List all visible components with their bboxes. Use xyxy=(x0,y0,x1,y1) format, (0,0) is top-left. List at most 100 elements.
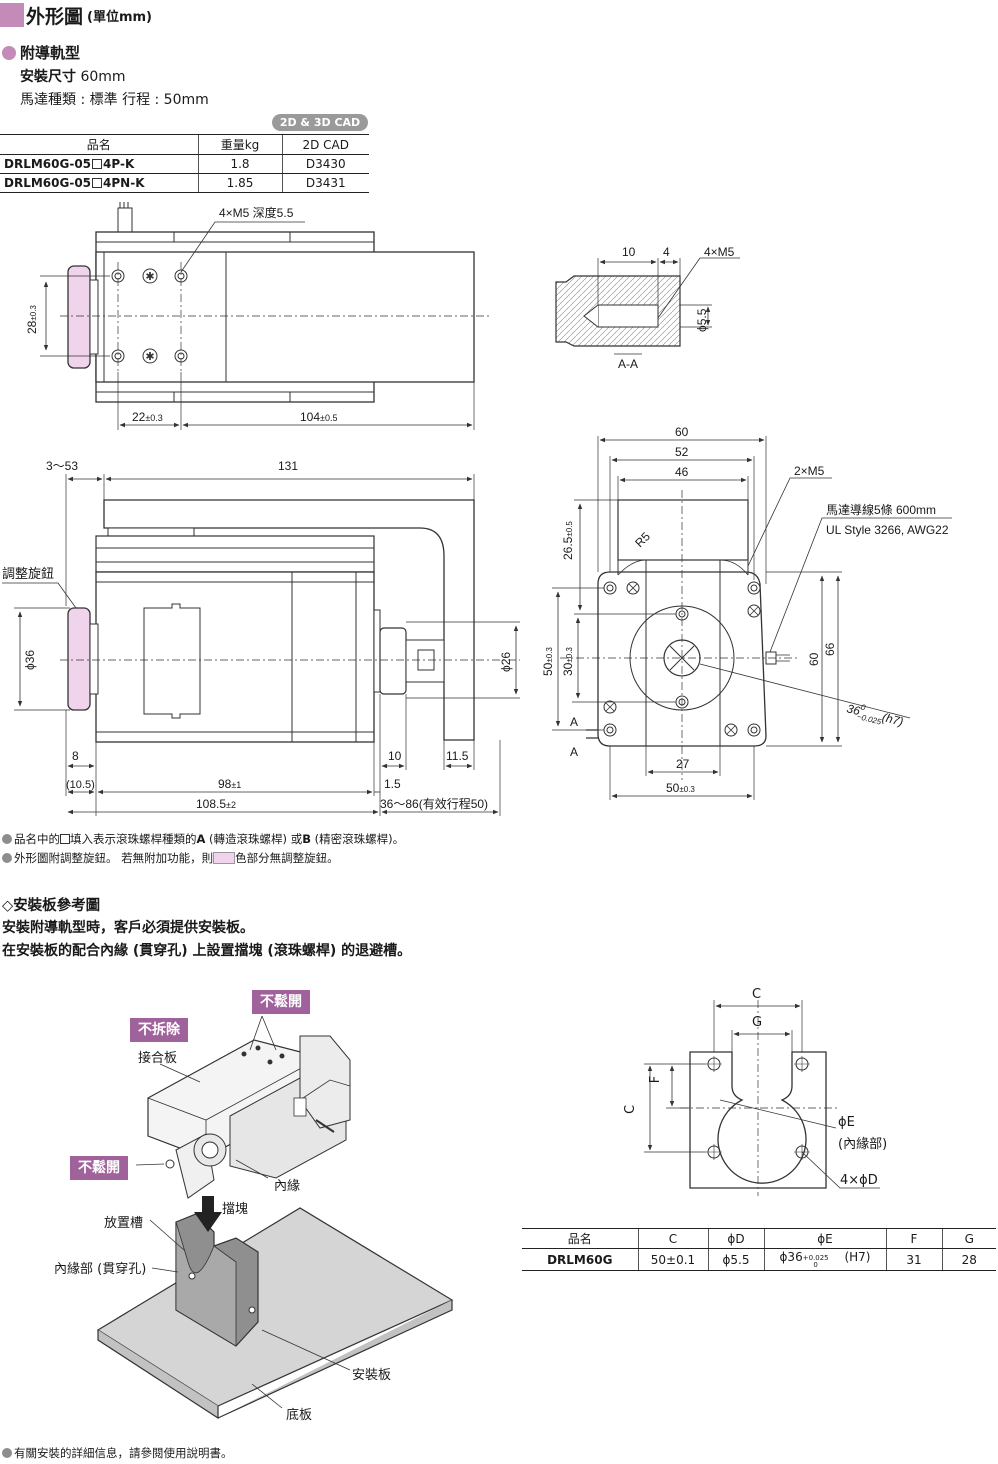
front-view: 60 52 46 2×M5 馬達導線5條 600mm UL Style 3266… xyxy=(541,425,952,800)
inner-edge-label: 內緣 xyxy=(274,1179,301,1194)
section-header: 外形圖 (單位mm) xyxy=(0,0,152,30)
svg-text:10: 10 xyxy=(388,749,402,763)
table-header-row: 品名 重量kg 2D CAD xyxy=(0,134,369,155)
header-title: 外形圖 xyxy=(26,5,84,28)
product-type: 附導軌型 xyxy=(2,42,80,63)
cad-link[interactable]: D3431 xyxy=(281,173,369,193)
col-header-e: ϕE xyxy=(763,1228,886,1249)
cad-badge[interactable]: 2D & 3D CAD xyxy=(272,114,368,131)
col-header-part: 品名 xyxy=(522,1228,638,1249)
mount-plate-label: 安裝板 xyxy=(352,1368,392,1383)
svg-text:8: 8 xyxy=(72,749,79,763)
header-square-icon xyxy=(0,3,24,27)
svg-text:50±0.3: 50±0.3 xyxy=(541,647,555,676)
svg-text:46: 46 xyxy=(675,465,689,479)
slot-label: 放置槽 xyxy=(104,1216,144,1231)
col-header-part: 品名 xyxy=(0,134,198,155)
svg-text:28±0.3: 28±0.3 xyxy=(25,305,39,334)
svg-text:11.5: 11.5 xyxy=(446,749,469,763)
svg-text:360−0.025(h7): 360−0.025(h7) xyxy=(845,699,906,731)
svg-text:ϕ36: ϕ36 xyxy=(23,650,37,670)
col-header-f: F xyxy=(885,1228,942,1249)
svg-text:ϕ5.5: ϕ5.5 xyxy=(695,308,709,332)
svg-text:調整旋鈕: 調整旋鈕 xyxy=(2,566,54,581)
svg-text:ϕ26: ϕ26 xyxy=(499,652,513,672)
f-cell: 31 xyxy=(885,1248,942,1271)
svg-text:10: 10 xyxy=(622,245,636,259)
svg-text:30±0.3: 30±0.3 xyxy=(561,647,575,676)
svg-text:A-A: A-A xyxy=(618,357,638,371)
mount-size: 安裝尺寸 60mm xyxy=(20,69,126,85)
c-cell: 50±0.1 xyxy=(637,1248,708,1271)
top-view: ✱ ✱ 4×M5 深度5.5 28±0.3 22±0.3 104±0.5 xyxy=(25,202,490,430)
plate-drawing xyxy=(644,1000,880,1196)
col-header-c: C xyxy=(637,1228,708,1249)
tag-no-loosen-side: 不鬆開 xyxy=(70,1156,128,1180)
hole-label: 4×M5 深度5.5 xyxy=(219,205,294,220)
svg-text:3～53: 3～53 xyxy=(46,459,78,473)
plate-dim-c-top: C xyxy=(752,987,762,1002)
col-header-d: ϕD xyxy=(707,1228,764,1249)
plate-dim-phi-e: ϕE xyxy=(838,1115,855,1130)
svg-text:131: 131 xyxy=(278,459,298,473)
gray-dot-icon xyxy=(2,1448,12,1458)
joint-plate-label: 接合板 xyxy=(138,1051,178,1066)
svg-text:2×M5: 2×M5 xyxy=(794,464,825,478)
inner-through-label: 內緣部 (貫穿孔) xyxy=(54,1262,147,1277)
plate-table: 品名 C ϕD ϕE F G DRLM60G 50±0.1 ϕ5.5 ϕ36+0… xyxy=(522,1228,996,1271)
svg-text:(10.5): (10.5) xyxy=(66,779,95,791)
svg-text:4×M5: 4×M5 xyxy=(704,245,735,259)
col-header-cad: 2D CAD xyxy=(281,134,369,155)
svg-text:馬達導線5條 600mm: 馬達導線5條 600mm xyxy=(826,502,936,517)
plate-inner-label: (內緣部) xyxy=(838,1137,888,1152)
blank-box-icon xyxy=(60,834,70,844)
svg-text:✱: ✱ xyxy=(145,351,154,363)
section-aa-view: 10 4 4×M5 ϕ5.5 A-A xyxy=(555,245,740,371)
mounting-para-2: 在安裝板的配合內緣 (貫穿孔) 上設置擋塊 (滾珠螺桿) 的退避槽。 xyxy=(2,943,412,959)
svg-text:4: 4 xyxy=(663,245,670,259)
svg-text:50±0.3: 50±0.3 xyxy=(666,781,695,795)
svg-text:A: A xyxy=(570,715,578,729)
svg-text:66: 66 xyxy=(823,642,837,656)
tag-no-loosen-top: 不鬆開 xyxy=(252,990,310,1014)
weight-cell: 1.85 xyxy=(197,173,282,193)
plate-dim-c-left: C xyxy=(623,1104,639,1115)
svg-text:1.5: 1.5 xyxy=(384,777,401,791)
cad-link[interactable]: D3430 xyxy=(281,154,369,174)
gray-dot-icon xyxy=(2,853,12,863)
svg-text:52: 52 xyxy=(675,445,689,459)
header-unit: (單位mm) xyxy=(87,9,152,25)
svg-text:60: 60 xyxy=(675,425,689,439)
col-header-weight: 重量kg xyxy=(197,134,282,155)
base-plate-label: 底板 xyxy=(286,1408,313,1423)
stopper-label: 擋塊 xyxy=(222,1202,249,1217)
mounting-para-1: 安裝附導軌型時，客戶必須提供安裝板。 xyxy=(2,920,254,936)
table-header-row: 品名 C ϕD ϕE F G xyxy=(522,1228,996,1249)
gray-dot-icon xyxy=(2,834,12,844)
svg-text:26.5±0.5: 26.5±0.5 xyxy=(561,521,575,560)
d-cell: ϕ5.5 xyxy=(707,1248,764,1271)
svg-text:108.5±2: 108.5±2 xyxy=(196,797,236,811)
svg-text:✱: ✱ xyxy=(145,271,154,283)
mounting-illustration xyxy=(96,1015,454,1420)
svg-text:A: A xyxy=(570,745,578,759)
pink-swatch-icon xyxy=(213,852,236,864)
svg-text:98±1: 98±1 xyxy=(218,777,241,791)
plate-dim-f: F xyxy=(648,1075,664,1084)
note-ball-screw: 品名中的填入表示滾珠螺桿種類的A (轉造滾珠螺桿) 或B (精密滾珠螺桿)。 xyxy=(2,831,404,847)
svg-text:104±0.5: 104±0.5 xyxy=(300,410,337,424)
svg-text:36～86(有效行程50): 36～86(有效行程50) xyxy=(380,796,488,811)
outline-drawings: ✱ ✱ 4×M5 深度5.5 28±0.3 22±0.3 104±0.5 10 … xyxy=(2,202,952,816)
g-cell: 28 xyxy=(941,1248,996,1271)
bullet-dot-icon xyxy=(2,46,16,60)
motor-type: 馬達種類 : 標準 行程 : 50mm xyxy=(20,92,209,108)
svg-text:UL Style 3266, AWG22: UL Style 3266, AWG22 xyxy=(826,523,949,537)
mounting-section-title: ◇安裝板參考圖 xyxy=(2,898,101,914)
svg-text:22±0.3: 22±0.3 xyxy=(132,410,163,424)
